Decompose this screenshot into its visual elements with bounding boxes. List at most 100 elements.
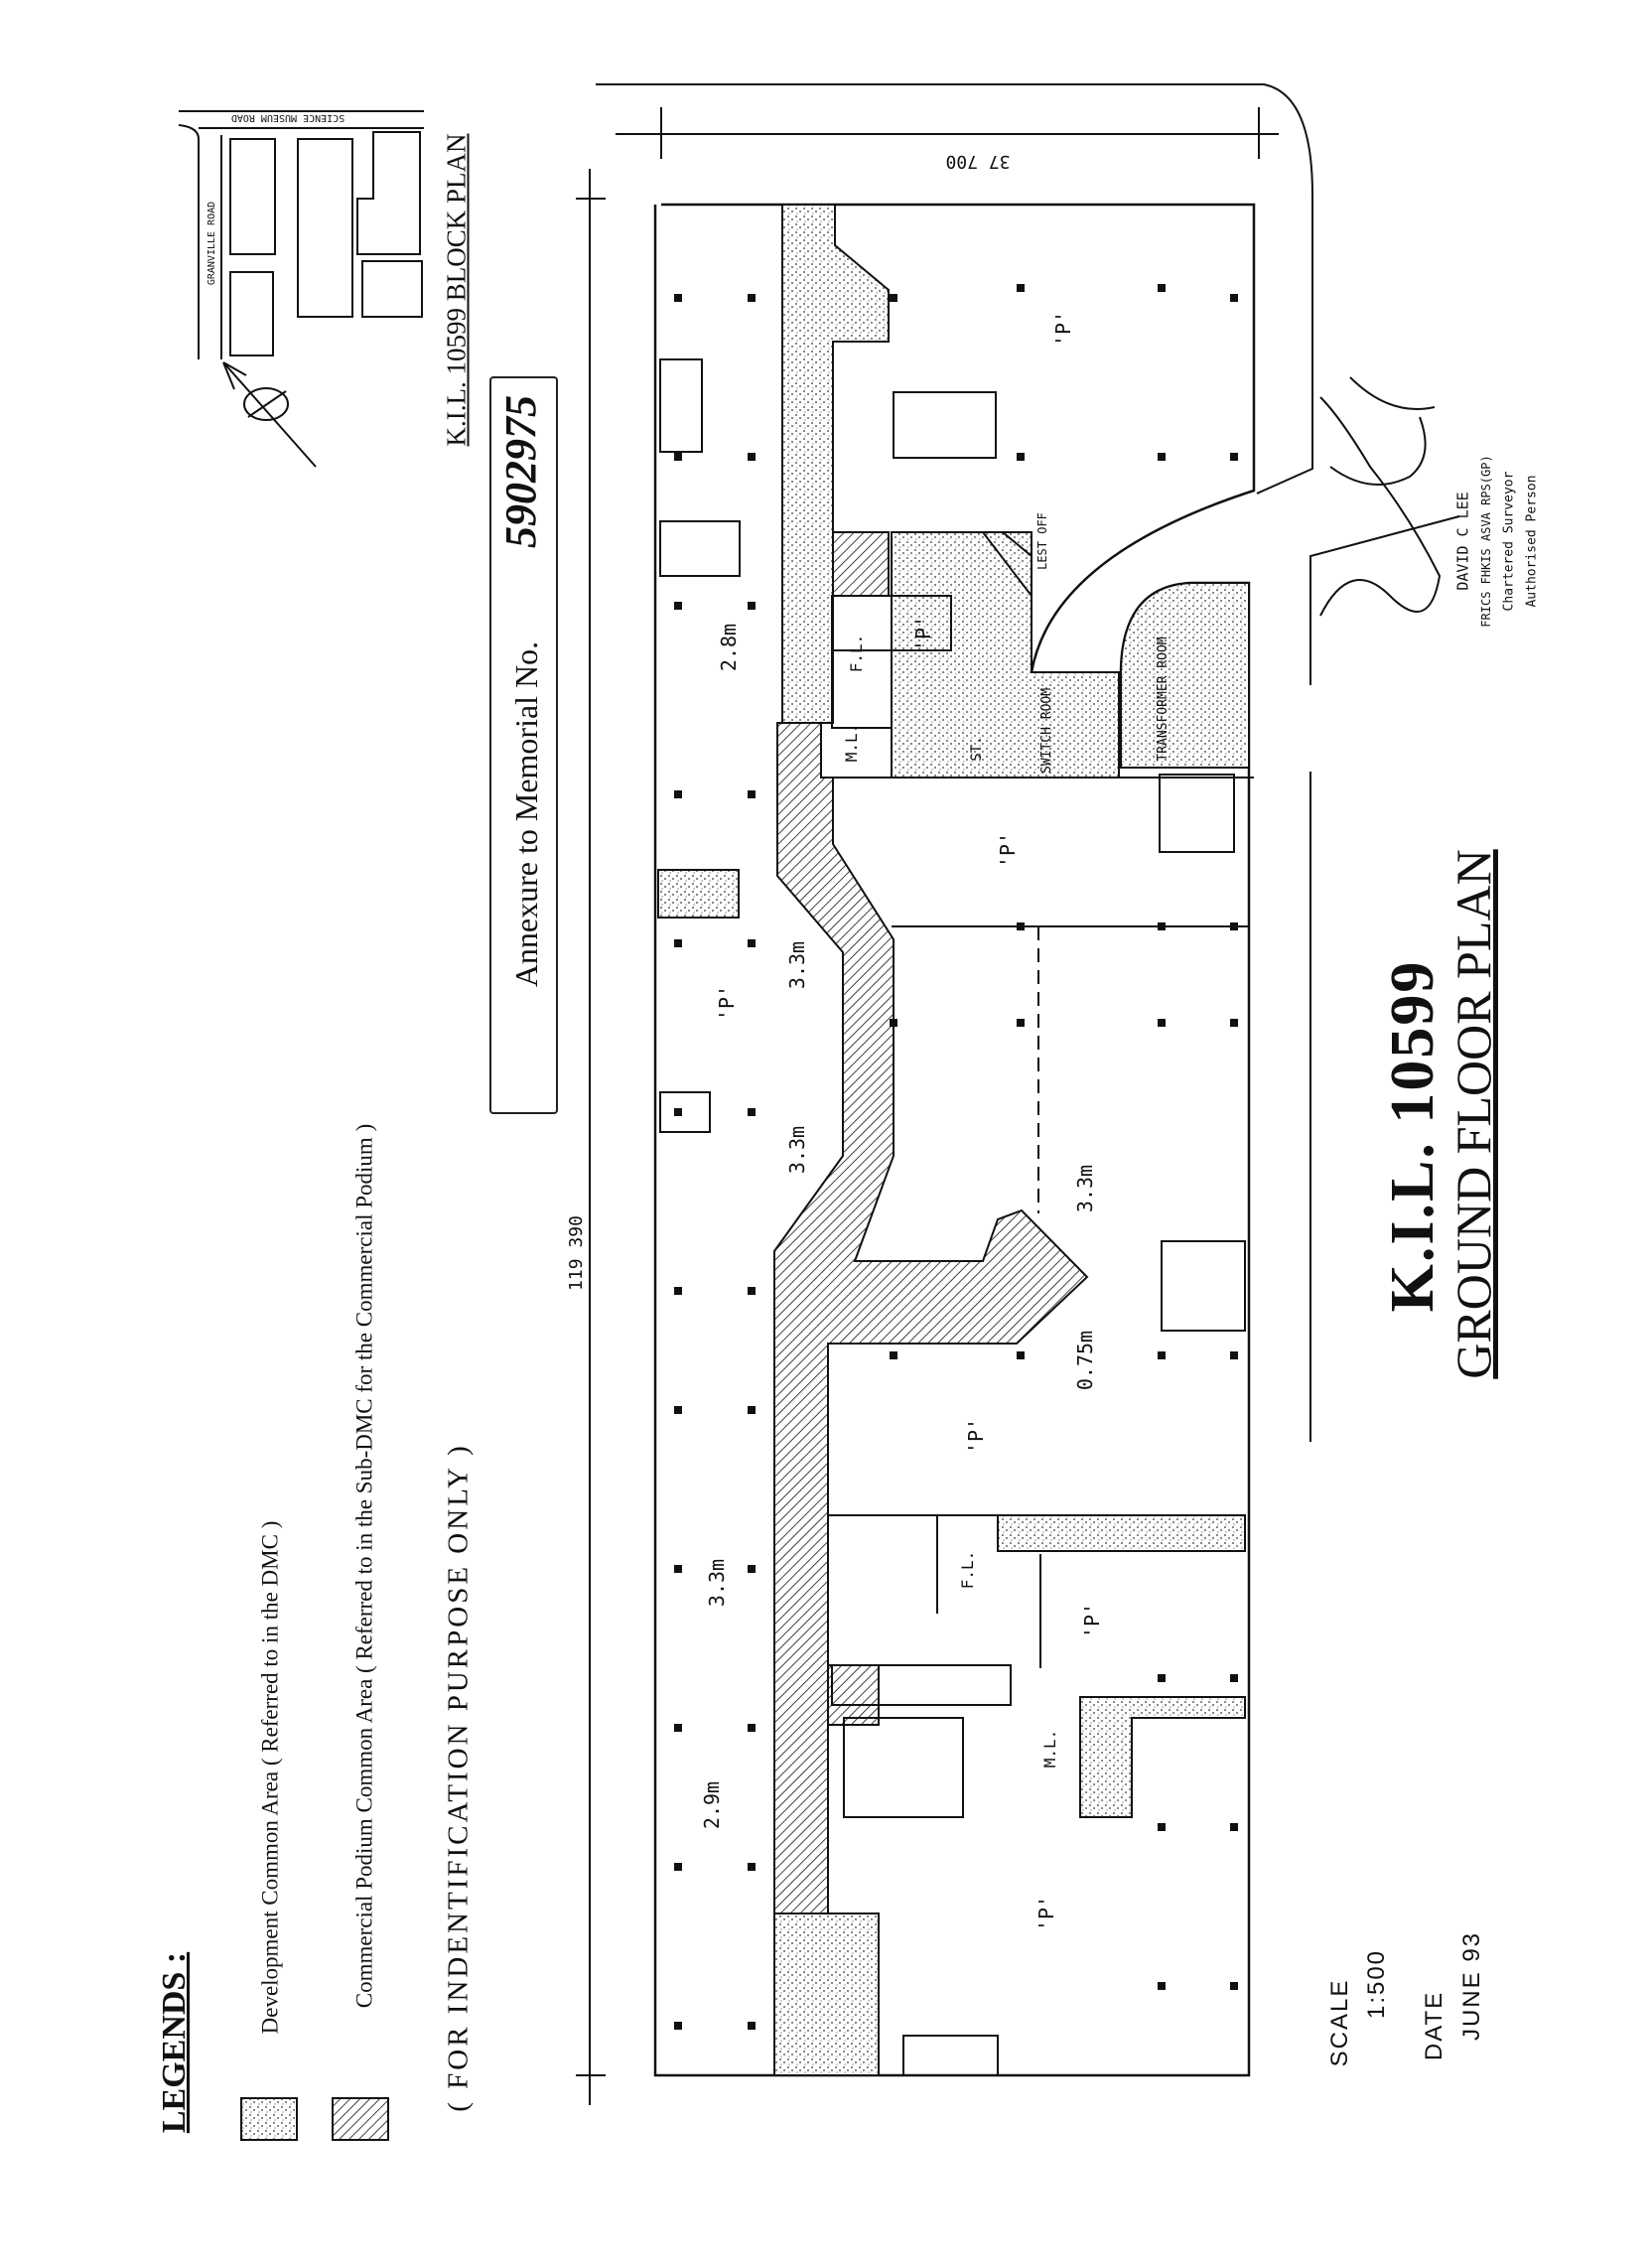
- column-marker: [1158, 1019, 1166, 1027]
- area-label-p: 'P': [1080, 1603, 1104, 1638]
- column-marker: [1017, 922, 1025, 930]
- memorial-stamp: [489, 376, 558, 1114]
- column-marker: [748, 602, 756, 610]
- column-marker: [1017, 284, 1025, 292]
- column-marker: [1230, 1674, 1238, 1682]
- column-marker: [1158, 453, 1166, 461]
- room-label-transformer-room: TRANSFORMER ROOM: [1156, 637, 1170, 761]
- column-marker: [890, 294, 897, 302]
- north-arrow-icon: [222, 361, 317, 468]
- corridor-width-label: 3.3m: [785, 941, 809, 989]
- block-plan-block: [297, 138, 353, 318]
- column-marker: [674, 790, 682, 798]
- memorial-text: Annexure to Memorial No.: [508, 640, 544, 988]
- block-plan-map: [178, 110, 424, 359]
- block-plan-block: [229, 138, 276, 255]
- column-marker: [674, 2022, 682, 2030]
- column-marker: [674, 1108, 682, 1116]
- column-marker: [1158, 284, 1166, 292]
- area-label-p: 'P': [996, 832, 1020, 868]
- column-marker: [1230, 1351, 1238, 1359]
- column-marker: [1017, 1351, 1025, 1359]
- room-label-st: ST.: [969, 736, 985, 761]
- column-marker: [1230, 1982, 1238, 1990]
- room-label-fl: F.L.: [847, 635, 866, 673]
- area-label-p: 'P': [964, 1418, 988, 1454]
- column-marker: [674, 1863, 682, 1871]
- width-dimension: 37 700: [945, 151, 1010, 172]
- plan-labels: 'P' 'P' 'P' 'P' 'P' 'P' 'P' 2.8m 3.3m 3.…: [700, 311, 1170, 1931]
- column-marker: [674, 1287, 682, 1295]
- room-label-lift-off: LEST OFF: [1035, 512, 1049, 570]
- structural-columns: [674, 284, 1238, 2030]
- column-marker: [1158, 1674, 1166, 1682]
- column-marker: [1158, 1823, 1166, 1831]
- identification-note: ( FOR INDENTIFICATION PURPOSE ONLY ): [442, 1443, 475, 2112]
- column-marker: [748, 1406, 756, 1414]
- date-label: DATE: [1421, 1990, 1447, 2061]
- legend-title: LEGENDS :: [156, 1951, 193, 2134]
- interior-walls: [659, 358, 1254, 2076]
- column-marker: [674, 1565, 682, 1573]
- column-marker: [1230, 922, 1238, 930]
- block-plan-site: [356, 131, 421, 255]
- column-marker: [748, 2022, 756, 2030]
- column-marker: [1158, 1982, 1166, 1990]
- signatory-name: DAVID C LEE: [1453, 492, 1472, 591]
- scale-label: SCALE: [1326, 1978, 1353, 2067]
- signature-image: [1309, 376, 1460, 685]
- plan-outline: [653, 203, 1256, 2077]
- block-plan-title: K.I.L. 10599 BLOCK PLAN: [441, 133, 472, 447]
- column-marker: [748, 939, 756, 947]
- area-label-p: 'P': [1034, 1896, 1058, 1931]
- corridor-width-label: 2.8m: [717, 624, 741, 671]
- column-marker: [748, 453, 756, 461]
- column-marker: [1158, 1351, 1166, 1359]
- column-marker: [748, 1287, 756, 1295]
- area-label-p: 'P': [1051, 311, 1075, 347]
- column-marker: [1017, 1019, 1025, 1027]
- block-plan-block: [361, 260, 423, 318]
- column-marker: [748, 1863, 756, 1871]
- column-marker: [748, 790, 756, 798]
- road-label-granville: GRANVILLE ROAD: [206, 202, 217, 285]
- corridor-width-label: 2.9m: [700, 1781, 724, 1829]
- column-marker: [748, 1108, 756, 1116]
- column-marker: [674, 453, 682, 461]
- column-marker: [1230, 1019, 1238, 1027]
- column-marker: [1017, 453, 1025, 461]
- area-label-p: 'P': [911, 616, 935, 651]
- column-marker: [674, 1406, 682, 1414]
- room-label-fl: F.L.: [958, 1551, 977, 1590]
- corridor-width-label: 3.3m: [785, 1126, 809, 1174]
- length-dimension: 119 390: [566, 1215, 587, 1291]
- lot-title: K.I.L. 10599: [1379, 959, 1446, 1313]
- signatory-qualifications: FRICS FHKIS ASVA RPS(GP): [1479, 455, 1493, 628]
- column-marker: [674, 939, 682, 947]
- dimension-lines: [576, 83, 1313, 2105]
- column-marker: [1230, 453, 1238, 461]
- column-marker: [1230, 294, 1238, 302]
- signatory-role-authorised-person: Authorised Person: [1524, 475, 1540, 608]
- room-label-ml: M.L.: [1040, 1730, 1059, 1769]
- room-label-ml: M.L.: [842, 724, 861, 763]
- column-marker: [674, 294, 682, 302]
- commercial-podium-common-area: [773, 531, 1089, 1914]
- column-marker: [890, 1019, 897, 1027]
- column-marker: [674, 1724, 682, 1732]
- column-marker: [748, 1724, 756, 1732]
- block-plan-block: [229, 271, 274, 356]
- date-value: JUNE 93: [1458, 1930, 1485, 2042]
- road-label-science-museum: SCIENCE MUSEUM ROAD: [231, 112, 344, 123]
- legend-label-commercial-podium-common-area: Commercial Podium Common Area ( Referred…: [351, 1123, 377, 2009]
- column-marker: [890, 1351, 897, 1359]
- area-label-p: 'P': [715, 985, 739, 1021]
- column-marker: [1230, 1823, 1238, 1831]
- column-marker: [748, 1565, 756, 1573]
- memorial-number-handwritten: 5902975: [496, 395, 545, 548]
- column-marker: [1158, 922, 1166, 930]
- legend-swatch-hatch: [332, 2097, 389, 2141]
- column-marker: [674, 602, 682, 610]
- signatory-role-chartered-surveyor: Chartered Surveyor: [1501, 471, 1517, 612]
